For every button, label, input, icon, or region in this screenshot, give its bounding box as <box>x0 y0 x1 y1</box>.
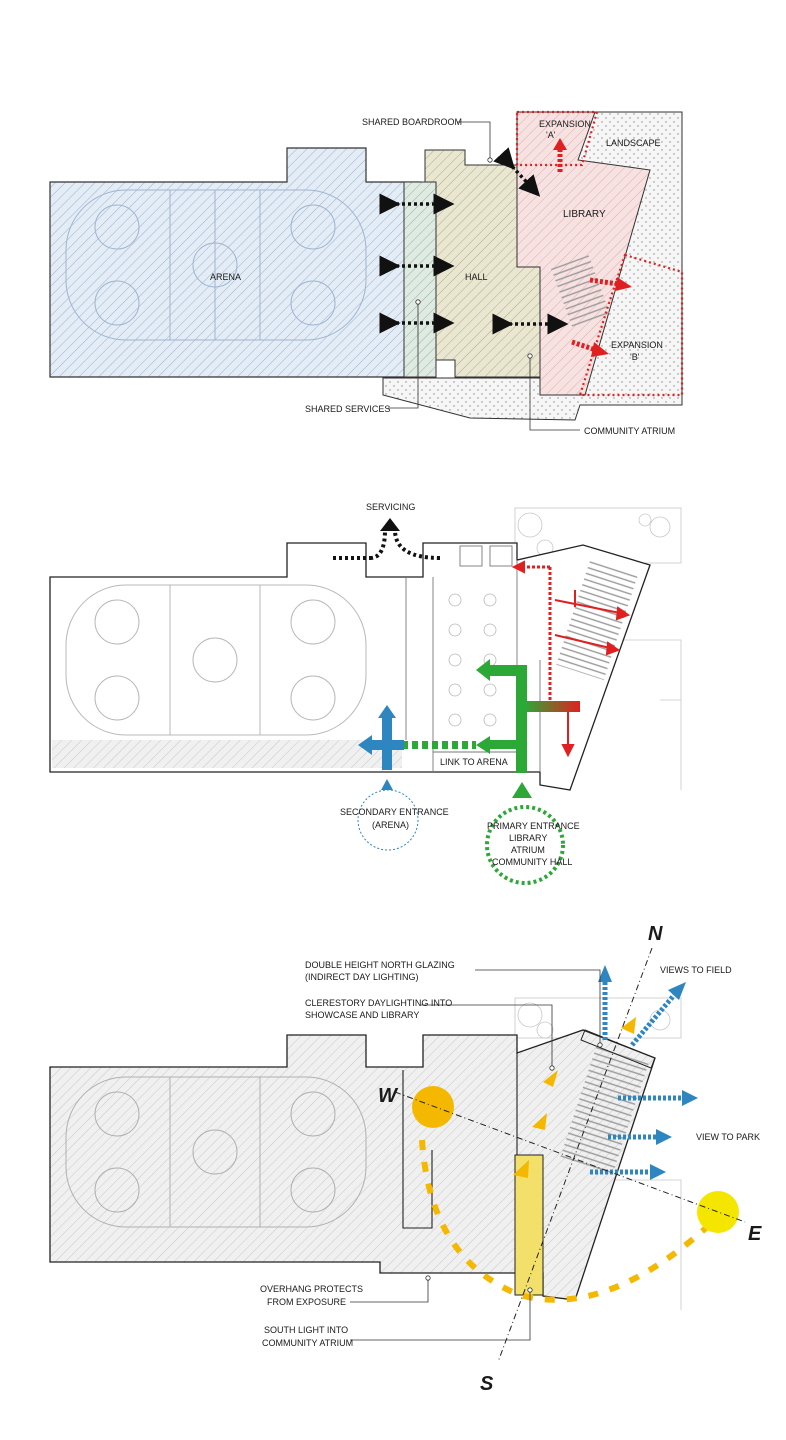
compass-south: S <box>480 1373 494 1395</box>
north-glazing <box>580 1029 656 1069</box>
view-arrows <box>590 980 682 1175</box>
label-link-to-arena: LINK TO ARENA <box>440 757 508 767</box>
sun-ray-arrows <box>513 1017 636 1178</box>
label-arena: ARENA <box>210 272 241 282</box>
sun-east-icon <box>697 1191 739 1233</box>
seating-strip-2 <box>52 740 402 768</box>
expansion-arrows <box>553 138 632 357</box>
label-north-glazing: DOUBLE HEIGHT NORTH GLAZING <box>305 960 455 970</box>
label-primary-library: LIBRARY <box>509 833 547 843</box>
compass-west: W <box>378 1085 399 1107</box>
label-clerestory-sub: SHOWCASE AND LIBRARY <box>305 1010 419 1020</box>
sun-west-icon <box>412 1086 454 1128</box>
secondary-entrance-marker <box>357 789 419 851</box>
compass-axes <box>394 947 746 1363</box>
primary-entrance-marker <box>485 805 565 885</box>
label-south-light-sub: COMMUNITY ATRIUM <box>262 1338 353 1348</box>
boardroom-library-arrow <box>493 147 541 197</box>
label-view-to-park: VIEW TO PARK <box>696 1132 760 1142</box>
label-overhang: OVERHANG PROTECTS <box>260 1284 363 1294</box>
library-shelving <box>550 254 611 330</box>
label-secondary-entrance: SECONDARY ENTRANCE <box>340 807 449 817</box>
arena-zone <box>49 147 421 378</box>
label-library: LIBRARY <box>563 209 606 220</box>
label-landscape: LANDSCAPE <box>606 138 661 148</box>
label-primary-atrium: ATRIUM <box>511 845 545 855</box>
sun-path <box>419 1139 723 1303</box>
label-expansion-b: EXPANSION <box>611 340 663 350</box>
label-primary-entrance: PRIMARY ENTRANCE <box>487 821 580 831</box>
rink-outline <box>65 189 367 341</box>
label-overhang-sub: FROM EXPOSURE <box>267 1297 346 1307</box>
leader-lines-1 <box>388 121 580 431</box>
leader-lines-3 <box>350 969 603 1341</box>
library-shelving-2 <box>556 559 638 681</box>
expansion-a-zone <box>515 110 599 167</box>
adjacency-arrows <box>379 147 569 335</box>
hall-tables-2 <box>448 593 497 727</box>
compass-east: E <box>748 1223 762 1245</box>
servicing-arrows <box>333 529 441 560</box>
label-community-atrium: COMMUNITY ATRIUM <box>584 426 675 436</box>
label-views-to-field: VIEWS TO FIELD <box>660 965 732 975</box>
label-south-light: SOUTH LIGHT INTO <box>264 1325 348 1335</box>
label-expansion-b-letter: 'B' <box>630 352 640 362</box>
library-shelving-3 <box>559 1044 650 1176</box>
diagram-3-daylighting: N S E W DOUBLE HEIGHT NORTH GLAZING (IND… <box>49 923 762 1395</box>
label-servicing: SERVICING <box>366 502 415 512</box>
green-to-library-link <box>525 701 580 712</box>
label-clerestory: CLERESTORY DAYLIGHTING INTO <box>305 998 452 1008</box>
label-primary-community-hall: COMMUNITY HALL <box>492 857 572 867</box>
building-outline-3 <box>49 1029 656 1301</box>
label-expansion-a-letter: 'A' <box>546 130 556 140</box>
diagram-1-program-adjacencies: SHARED BOARDROOM EXPANSION 'A' LANDSCAPE… <box>49 110 684 436</box>
diagram-2-circulation: SERVICING LINK TO ARENA SECONDARY ENTRAN… <box>49 502 682 885</box>
label-expansion-a: EXPANSION <box>539 119 591 129</box>
label-secondary-arena: (ARENA) <box>372 820 409 830</box>
primary-circulation <box>402 659 532 798</box>
building-outline-2 <box>49 542 651 791</box>
label-hall: HALL <box>465 272 488 282</box>
view-arrowheads <box>598 965 698 1180</box>
rink-outline-3 <box>65 1076 367 1228</box>
label-north-glazing-sub: (INDIRECT DAY LIGHTING) <box>305 972 419 982</box>
label-shared-boardroom: SHARED BOARDROOM <box>362 117 462 127</box>
library-circulation-arrows <box>511 560 631 758</box>
rink-outline-2 <box>65 584 367 736</box>
shared-services-zone <box>403 181 437 378</box>
compass-north: N <box>648 923 663 945</box>
label-shared-services: SHARED SERVICES <box>305 404 390 414</box>
secondary-circulation <box>358 705 404 790</box>
